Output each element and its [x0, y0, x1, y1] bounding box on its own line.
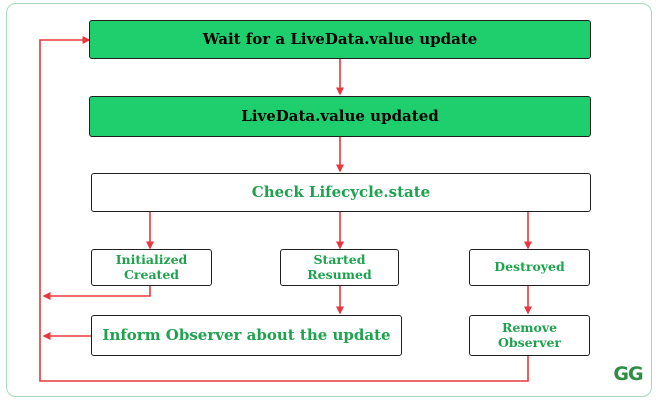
arrow-initialized-to-loop	[42, 286, 151, 300]
arrow-loop-to-wait	[39, 36, 529, 382]
created-label: Created	[123, 266, 180, 282]
initialized-created-node: Initialized Created	[91, 249, 212, 286]
started-label: Started	[313, 252, 366, 268]
inform-observer-label: Inform Observer about the update	[102, 325, 391, 344]
check-lifecycle-label: Check Lifecycle.state	[251, 182, 431, 201]
observer-label: Observer	[497, 334, 561, 350]
remove-label: Remove	[501, 320, 558, 336]
value-updated-label: LiveData.value updated	[241, 106, 439, 125]
wait-for-update-node: Wait for a LiveData.value update	[89, 20, 591, 59]
geeksforgeeks-logo: GG	[606, 362, 650, 386]
value-updated-node: LiveData.value updated	[89, 96, 591, 137]
inform-observer-node: Inform Observer about the update	[91, 315, 402, 356]
logo-text: GG	[613, 363, 643, 385]
wait-for-update-label: Wait for a LiveData.value update	[202, 29, 478, 48]
started-resumed-node: Started Resumed	[280, 249, 399, 286]
check-lifecycle-node: Check Lifecycle.state	[91, 173, 591, 212]
resumed-label: Resumed	[307, 266, 372, 282]
diagram-frame	[6, 3, 652, 397]
initialized-label: Initialized	[115, 252, 188, 268]
remove-observer-node: Remove Observer	[469, 315, 590, 356]
destroyed-node: Destroyed	[469, 249, 590, 286]
destroyed-label: Destroyed	[494, 259, 565, 275]
